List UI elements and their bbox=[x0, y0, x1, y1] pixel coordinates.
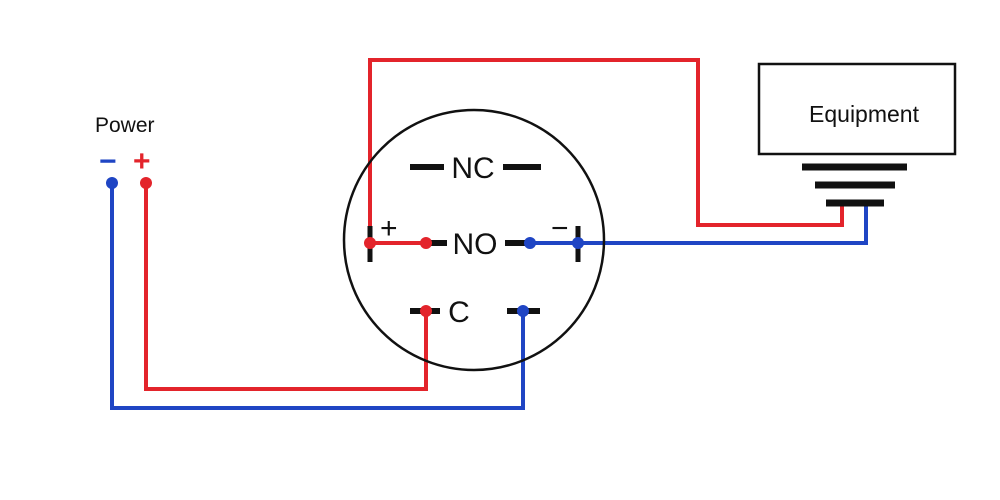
equipment-label: Equipment bbox=[809, 101, 920, 127]
no-label: NO bbox=[453, 228, 498, 261]
c-dot bbox=[420, 305, 432, 317]
no-right-dot bbox=[524, 237, 536, 249]
led-negative-dot bbox=[572, 237, 584, 249]
power-source: Power − + bbox=[95, 114, 155, 189]
equipment: Equipment bbox=[757, 62, 957, 207]
c-right-dot bbox=[517, 305, 529, 317]
power-negative-terminal bbox=[106, 177, 118, 189]
power-positive-to-c-wire bbox=[144, 183, 428, 391]
switch-outline bbox=[342, 108, 606, 372]
positive-wires bbox=[144, 58, 844, 391]
led-positive-dot bbox=[364, 237, 376, 249]
power-plus-sign: + bbox=[133, 145, 151, 178]
led-positive-label: + bbox=[380, 212, 398, 245]
no-to-equipment-negative-wire bbox=[530, 205, 868, 245]
led-negative-label: − bbox=[551, 212, 569, 245]
led-positive-to-equipment-wire bbox=[368, 58, 844, 243]
c-label: C bbox=[448, 296, 470, 329]
no-left-dot bbox=[420, 237, 432, 249]
equipment-box bbox=[757, 62, 957, 156]
nc-label: NC bbox=[451, 152, 494, 185]
push-button-switch: NC NO + − C bbox=[342, 108, 606, 372]
power-label: Power bbox=[95, 114, 155, 137]
power-minus-sign: − bbox=[99, 145, 117, 178]
power-positive-terminal bbox=[140, 177, 152, 189]
negative-wires bbox=[110, 183, 868, 410]
